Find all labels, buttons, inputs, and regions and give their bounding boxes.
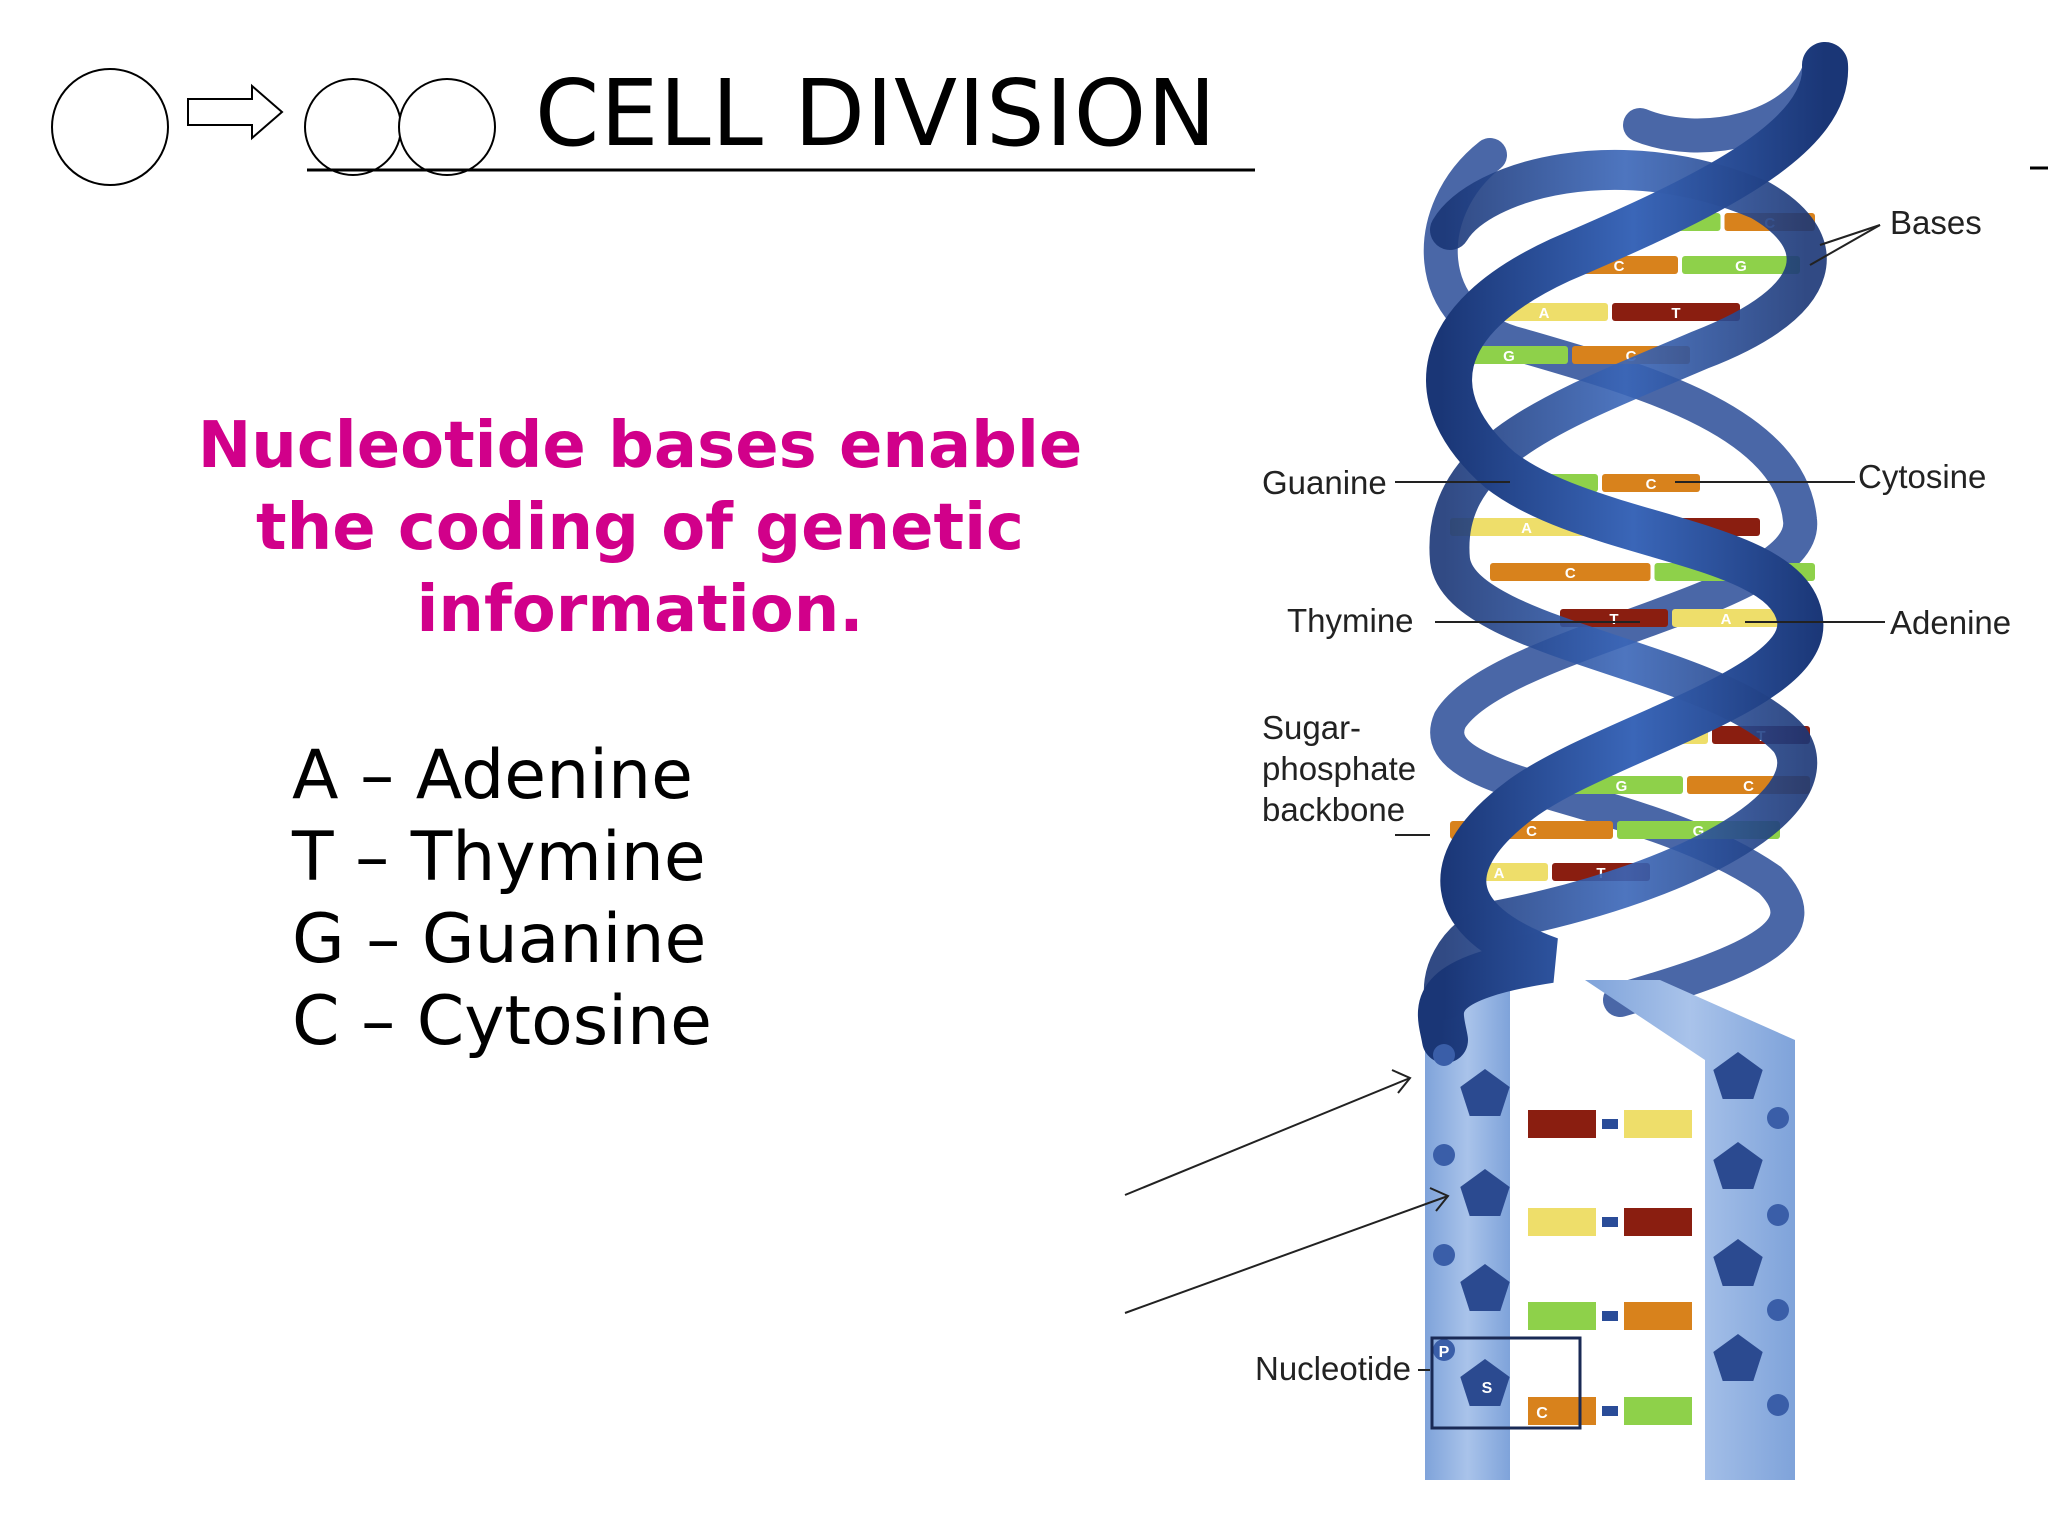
base-letter: C: [1626, 348, 1637, 365]
nucleotide-shapes: P S C: [1433, 1044, 1789, 1422]
base-G: [1682, 256, 1800, 274]
base-C: [1528, 1397, 1596, 1425]
base-letter: T: [1671, 305, 1680, 322]
base-letter: G: [1735, 258, 1747, 275]
sugar-icon: [1713, 1334, 1763, 1381]
base-letter: C: [1526, 823, 1537, 840]
sugar-icon: [1460, 1359, 1510, 1406]
base-T: [1528, 1110, 1596, 1138]
base-T: [1624, 1208, 1692, 1236]
base-G: [1528, 1302, 1596, 1330]
phosphate-icon: [1767, 1299, 1789, 1321]
base-T: [1612, 303, 1740, 321]
hydrogen-bond: [1602, 1406, 1618, 1416]
sugar-icon: [1713, 1142, 1763, 1189]
subtitle-line: the coding of genetic: [256, 491, 1024, 565]
sugar-icon: [1460, 1169, 1510, 1216]
base-item: T – Thymine: [292, 818, 706, 897]
nucleotide-part-letter: S: [1482, 1380, 1493, 1397]
lower-base-pair: [1528, 1302, 1692, 1330]
label-sugar-phosphate-backbone: Sugar- phosphate backbone: [1262, 707, 1416, 830]
base-item: G – Guanine: [292, 900, 707, 979]
phosphate-icon: [1433, 1339, 1455, 1361]
sugar-icon: [1713, 1052, 1763, 1099]
base-letter: A: [1539, 305, 1550, 322]
sugar-icon: [1713, 1239, 1763, 1286]
hydrogen-bond: [1602, 1217, 1618, 1227]
phosphate-icon: [1767, 1107, 1789, 1129]
base-item: A – Adenine: [292, 736, 693, 815]
hydrogen-bond: [1602, 1311, 1618, 1321]
subtitle: Nucleotide bases enable the coding of ge…: [120, 405, 1160, 651]
lower-base-pairs: [1528, 1110, 1692, 1425]
label-bases: Bases: [1890, 204, 1982, 241]
base-letter: G: [1503, 348, 1515, 365]
base-A: [1528, 1208, 1596, 1236]
phosphate-icon: [1433, 1144, 1455, 1166]
base-letter: C: [1614, 258, 1625, 275]
phosphate-icon: [1767, 1204, 1789, 1226]
page-title: CELL DIVISION: [535, 60, 1217, 167]
label-nucleotide: Nucleotide: [1255, 1350, 1411, 1387]
base-C: [1624, 1302, 1692, 1330]
phosphate-icon: [1433, 1044, 1455, 1066]
label-guanine: Guanine: [1262, 464, 1387, 501]
label-line: phosphate: [1262, 750, 1417, 787]
base-letter: A: [1494, 865, 1505, 882]
base-letter: G: [1693, 823, 1705, 840]
base-letter: T: [1596, 865, 1605, 882]
backbone-strand-front: [1417, 42, 1849, 1063]
nucleotide-part-letter: P: [1439, 1344, 1450, 1361]
nucleotide-part-letter: C: [1536, 1405, 1548, 1422]
hydrogen-bond: [1602, 1119, 1618, 1129]
label-adenine: Adenine: [1890, 604, 2012, 641]
base-letter: T: [1609, 611, 1618, 628]
phosphate-icon: [1433, 1244, 1455, 1266]
subtitle-line: information.: [416, 573, 864, 647]
base-letter: A: [1721, 611, 1732, 628]
base-letter: A: [1521, 520, 1532, 537]
base-C: [1490, 563, 1651, 581]
lower-base-pair: [1528, 1110, 1692, 1138]
leader-lines: [1124, 224, 1885, 1371]
base-G: [1624, 1397, 1692, 1425]
subtitle-line: Nucleotide bases enable: [197, 409, 1083, 483]
sugar-icon: [1460, 1069, 1510, 1116]
parent-cell-icon: [51, 68, 169, 186]
label-cytosine: Cytosine: [1858, 458, 1987, 495]
sugar-icon: [1460, 1264, 1510, 1311]
lower-base-pair: [1528, 1208, 1692, 1236]
base-letter: C: [1743, 778, 1754, 795]
bases-list: A – Adenine T – Thymine G – Guanine C – …: [292, 735, 712, 1063]
label-thymine: Thymine: [1287, 602, 1414, 639]
daughter-cell-icon: [398, 78, 496, 176]
lower-base-pair: [1528, 1397, 1692, 1425]
base-A: [1624, 1110, 1692, 1138]
base-letter: G: [1616, 778, 1628, 795]
base-C: [1602, 474, 1700, 492]
nucleotide-box: [1430, 1336, 1582, 1430]
base-item: C – Cytosine: [292, 982, 712, 1061]
backbone-strand-front-2: [1423, 149, 1827, 1020]
phosphate-icon: [1767, 1394, 1789, 1416]
base-letter: C: [1565, 565, 1576, 582]
label-line: backbone: [1262, 791, 1406, 828]
arrow-right-icon: [187, 83, 284, 141]
base-letter: C: [1646, 476, 1657, 493]
label-line: Sugar-: [1262, 709, 1362, 746]
